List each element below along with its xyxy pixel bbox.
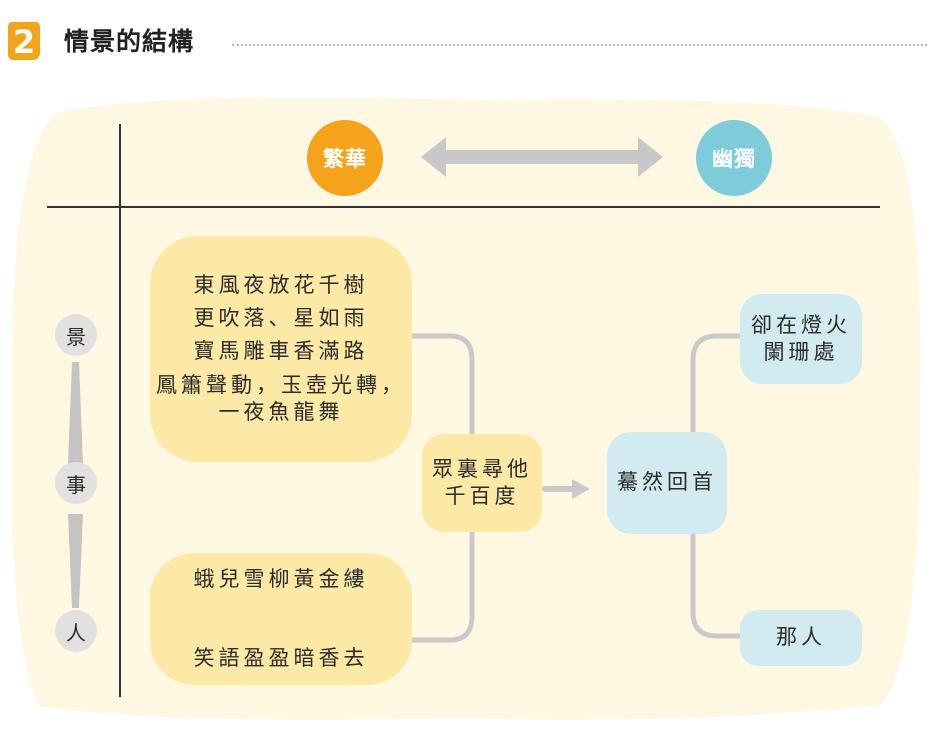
connector-people-to-search: [407, 527, 475, 643]
search-line: 眾裏尋他: [432, 456, 532, 481]
turn-label: 驀然回首: [617, 470, 717, 495]
scene-marker: 景: [55, 314, 97, 356]
search-line: 千百度: [444, 484, 520, 508]
prosperity-label: 繁華: [307, 120, 383, 196]
people-marker: 人: [55, 610, 97, 652]
section-number-badge: 2: [6, 18, 42, 62]
scene-line: 更吹落、星如雨: [193, 306, 369, 331]
connector-scene-to-search: [407, 333, 475, 443]
connector-turn-to-lights: [690, 333, 745, 435]
double-arrow: [421, 137, 663, 177]
people-line-top: 蛾兒雪柳黃金縷: [193, 567, 369, 591]
upward-triangle: [68, 362, 83, 464]
person-label: 那人: [776, 625, 826, 650]
scene-line: 鳳簫聲動，玉壺光轉，: [156, 372, 406, 397]
connector-turn-to-person: [690, 530, 745, 639]
scene-node: 東風夜放花千樹 更吹落、星如雨 寶馬雕車香滿路 鳳簫聲動，玉壺光轉， 一夜魚龍舞: [150, 236, 412, 462]
people-line-bottom: 笑語盈盈暗香去: [193, 645, 369, 670]
number-two-icon: 2: [8, 22, 40, 61]
svg-text:2: 2: [13, 23, 35, 61]
section-title: 情景的結構: [64, 27, 195, 56]
downward-triangle: [68, 514, 83, 608]
scene-line: 寶馬雕車香滿路: [193, 339, 369, 364]
event-marker: 事: [55, 462, 97, 504]
solitude-label: 幽獨: [696, 120, 772, 196]
search-node: 眾裏尋他 千百度: [422, 434, 542, 532]
arrow-search-to-turn-head: [572, 479, 590, 499]
lights-line: 卻在燈火: [751, 312, 851, 337]
scene-line: 一夜魚龍舞: [218, 399, 344, 424]
lights-line: 闌珊處: [763, 340, 839, 364]
people-node: 蛾兒雪柳黃金縷 笑語盈盈暗香去: [150, 553, 412, 685]
header-divider: [232, 44, 927, 46]
turn-node: 驀然回首: [607, 432, 727, 534]
scene-line: 東風夜放花千樹: [193, 273, 369, 298]
lights-node: 卻在燈火 闌珊處: [740, 294, 862, 384]
person-node: 那人: [740, 610, 862, 666]
